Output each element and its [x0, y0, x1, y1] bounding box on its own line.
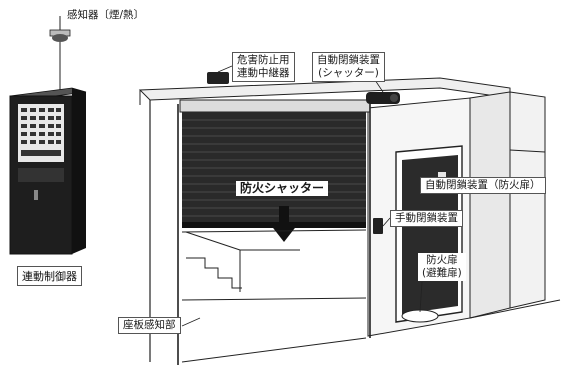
fire-door-label: 防火扉 (避難扉) — [418, 253, 466, 281]
shutter-closer-label: 自動閉鎖装置 (シャッター) — [312, 52, 385, 82]
detector-label: 感知器〔煙/熱〕 — [63, 8, 148, 23]
repeater-label: 危害防止用 連動中継器 — [232, 52, 295, 82]
door-closer-label: 自動閉鎖装置（防火扉） — [420, 177, 546, 194]
fire-shutter-label: 防火シャッター — [236, 181, 329, 196]
repeater-device — [207, 72, 229, 84]
control-panel-cabinet — [9, 87, 87, 255]
control-panel-label-text: 連動制御器 — [22, 270, 77, 283]
interior-stairs — [181, 229, 367, 363]
fire-door — [395, 145, 463, 323]
closing-arrow-icon — [270, 206, 298, 242]
seat-sensor-label: 座板感知部 — [118, 317, 181, 334]
fire-door-label-line2: (避難扉) — [422, 267, 462, 279]
fire-shutter-label-text: 防火シャッター — [240, 181, 325, 195]
shutter-box — [179, 99, 371, 113]
repeater-label-line1: 危害防止用 — [237, 54, 290, 66]
shutter-closer-device — [366, 92, 400, 104]
detector-label-text: 感知器〔煙/熱〕 — [67, 9, 145, 21]
door-closer-label-text: 自動閉鎖装置（防火扉） — [425, 179, 541, 191]
manual-closer-label-text: 手動閉鎖装置 — [395, 212, 458, 224]
seat-sensor-label-text: 座板感知部 — [123, 319, 176, 331]
smoke-heat-detector-icon — [49, 29, 71, 42]
repeater-label-line2: 連動中継器 — [237, 67, 290, 79]
fire-shutter-curtain — [182, 112, 366, 228]
manual-closer-label: 手動閉鎖装置 — [390, 210, 463, 227]
shutter-closer-label-line1: 自動閉鎖装置 — [317, 54, 380, 66]
manual-closer-device — [373, 218, 383, 234]
control-panel-label: 連動制御器 — [17, 266, 82, 286]
fire-door-label-line1: 防火扉 — [426, 254, 458, 266]
shutter-closer-label-line2: (シャッター) — [318, 67, 379, 79]
